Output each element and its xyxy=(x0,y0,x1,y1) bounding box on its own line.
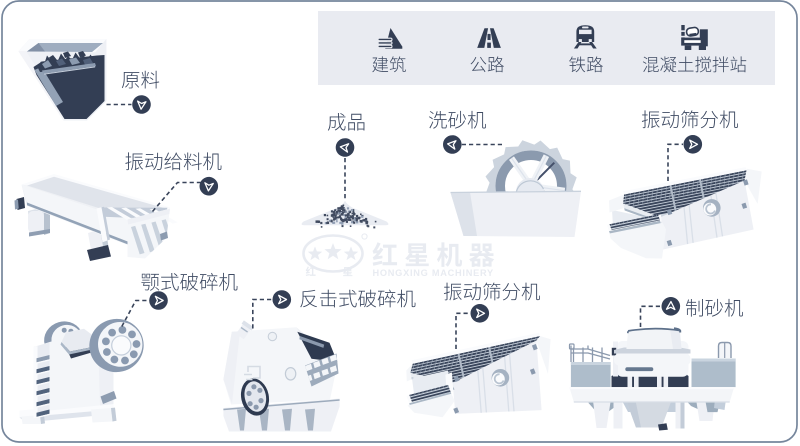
svg-text:HONGXING MACHINERY: HONGXING MACHINERY xyxy=(373,268,494,278)
